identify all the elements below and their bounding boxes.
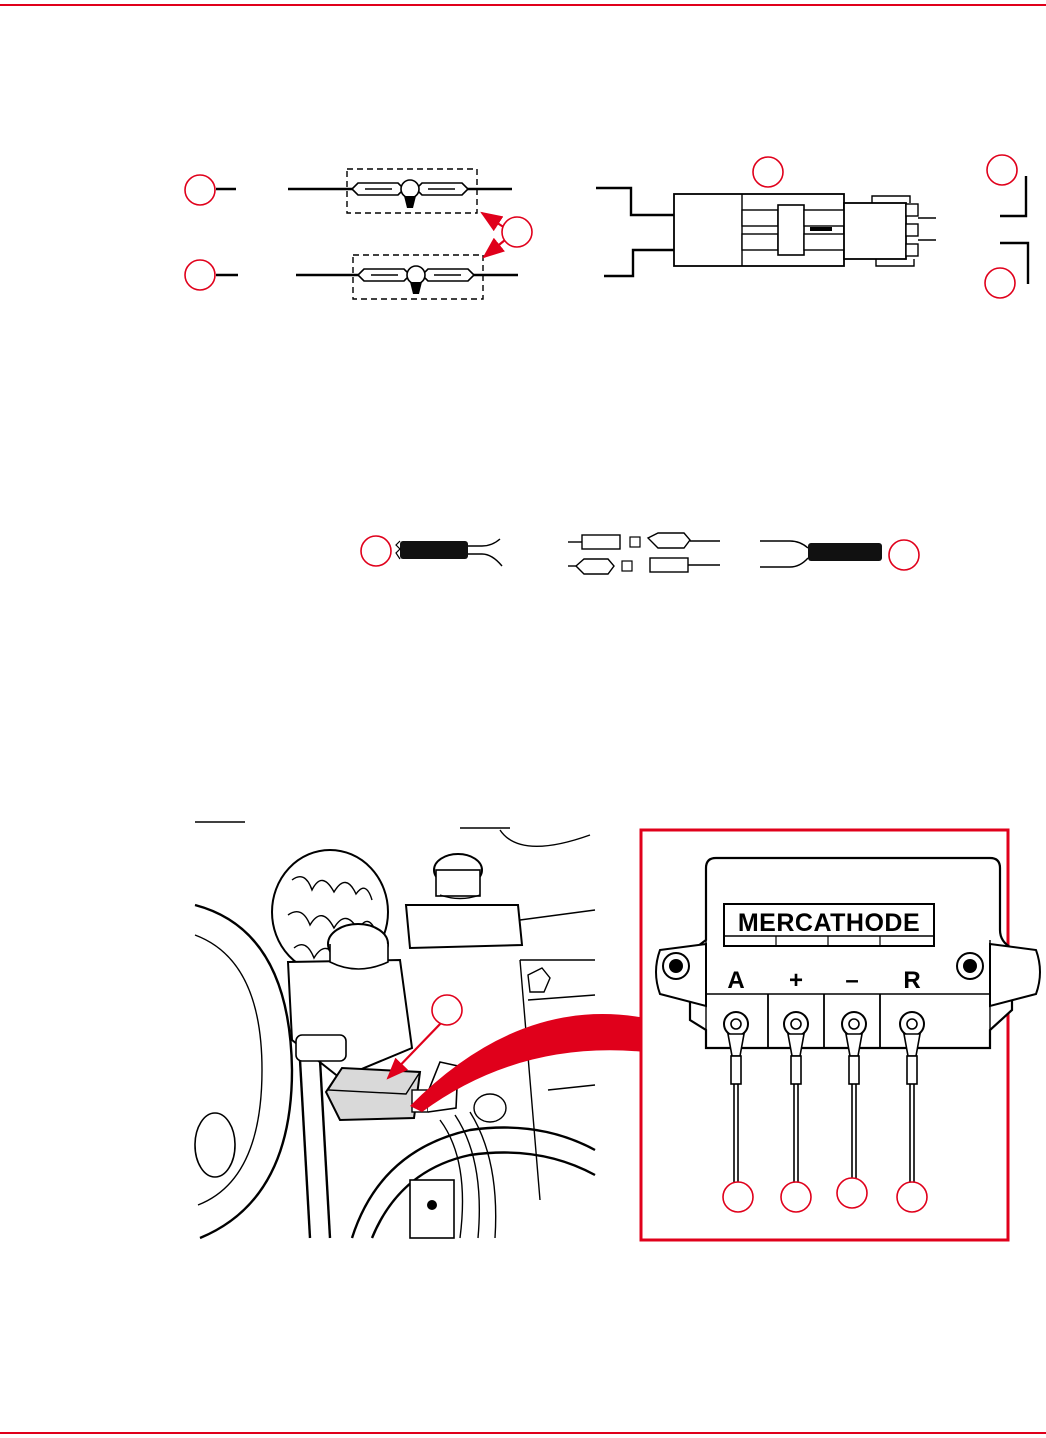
callout-circle — [185, 175, 215, 205]
bullet-female-upper — [582, 535, 620, 549]
bullet-connector-figure — [361, 533, 919, 574]
mercathode-brand-label: MERCATHODE — [738, 909, 920, 937]
splice-arrow-upper — [482, 213, 505, 228]
lower-butt-connector — [358, 266, 474, 294]
terminal-label-minus: – — [845, 967, 858, 994]
bullet-female-lower — [650, 558, 688, 572]
callout-circle — [781, 1182, 811, 1212]
terminal-label-plus: + — [789, 967, 803, 994]
plug-latch — [778, 205, 804, 255]
splice-arrow-lower — [484, 240, 505, 257]
callout-circle — [432, 995, 462, 1025]
callout-circle — [897, 1182, 927, 1212]
splice-figure — [185, 169, 532, 299]
harness-sheath-right — [808, 543, 882, 561]
harness-sheath-left — [400, 541, 468, 559]
mounting-ear-right — [990, 944, 1040, 1006]
callout-circle — [753, 157, 783, 187]
callout-circle — [987, 155, 1017, 185]
callout-circle — [361, 536, 391, 566]
callout-circle — [837, 1178, 867, 1208]
coolant-reservoir — [406, 905, 522, 948]
callout-circle — [723, 1182, 753, 1212]
mercathode-detail-figure: MERCATHODE A + – R — [641, 830, 1040, 1240]
terminal-label-r: R — [903, 967, 920, 994]
bullet-male-upper — [648, 533, 690, 548]
callout-circle — [889, 540, 919, 570]
bullet-male-lower — [576, 559, 614, 574]
plug-connector-figure — [596, 155, 1028, 298]
engine-location-figure — [195, 822, 645, 1240]
plug-wire-lower — [604, 250, 674, 276]
callout-circle — [985, 268, 1015, 298]
plug-mating-half — [844, 203, 906, 259]
callout-circle — [185, 260, 215, 290]
plug-wire-upper — [596, 188, 674, 215]
callout-circle — [502, 217, 532, 247]
upper-butt-connector — [352, 180, 468, 208]
terminal-label-a: A — [727, 967, 744, 994]
